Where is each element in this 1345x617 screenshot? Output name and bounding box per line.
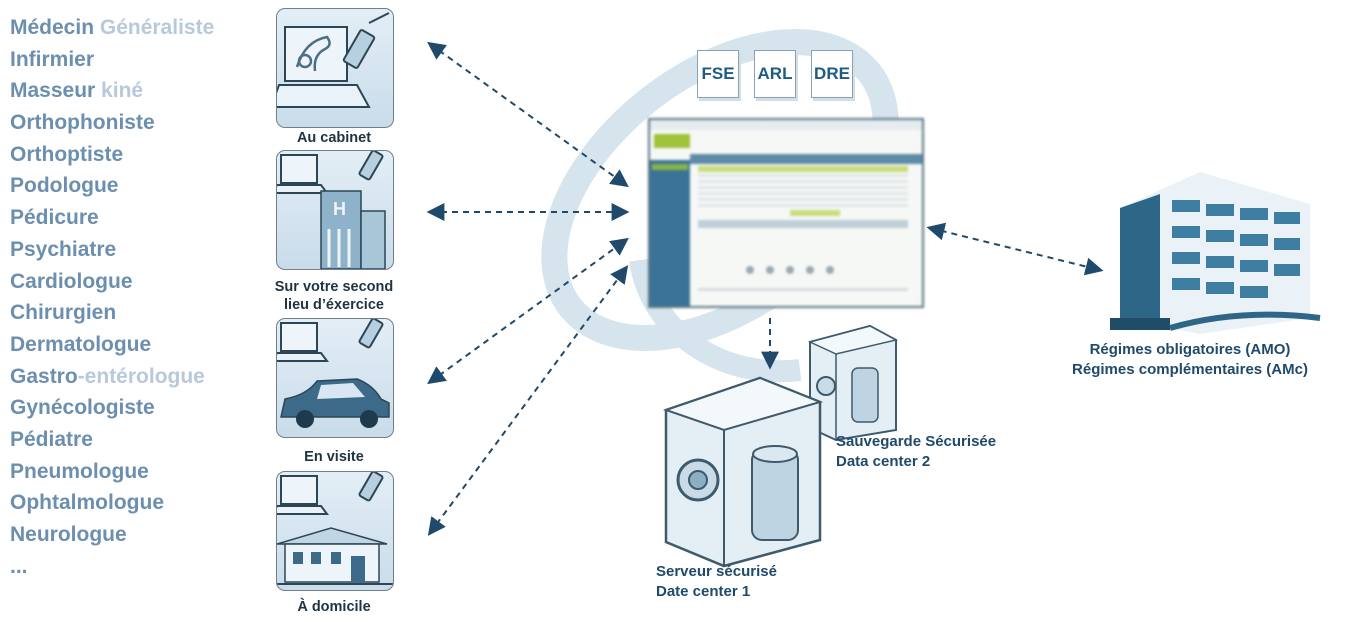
profession-item: Dermatologue: [10, 329, 270, 361]
profession-item: Gynécologiste: [10, 392, 270, 424]
arrow-visit-to-app: [427, 237, 629, 385]
profession-name: Gastro: [10, 364, 78, 388]
profession-name: Dermatologue: [10, 332, 152, 356]
profession-item: Orthoptiste: [10, 139, 270, 171]
profession-item: Chirurgien: [10, 297, 270, 329]
caption-home: À domicile: [297, 599, 371, 615]
profession-name: Orthoptiste: [10, 142, 124, 166]
doc-tag-dre: DRE: [811, 50, 853, 98]
profession-name: Chirurgien: [10, 301, 117, 325]
profession-item: Infirmier: [10, 44, 270, 76]
profession-item: Pédiatre: [10, 424, 270, 456]
arrow-home-to-app: [427, 265, 629, 536]
caption-second-site-line1: Sur votre second: [274, 279, 394, 295]
panel-home: [276, 471, 394, 591]
doc-tag-arl: ARL: [754, 50, 796, 98]
profession-name-suffix: Généraliste: [94, 16, 215, 39]
app-window-image: [650, 120, 922, 306]
svg-text:H: H: [333, 199, 346, 219]
profession-item: Neurologue: [10, 519, 270, 551]
main-server-label-line2: Date center 1: [656, 583, 751, 600]
panel-cabinet: [276, 8, 394, 128]
caption-cabinet: Au cabinet: [296, 130, 372, 146]
profession-item: Orthophoniste: [10, 107, 270, 139]
doc-tag-fse: FSE: [697, 50, 739, 98]
main-server-icon: [662, 376, 824, 568]
profession-item: Cardiologue: [10, 266, 270, 298]
profession-name: Orthophoniste: [10, 111, 155, 135]
regimes-label-line2: Régimes complémentaires (AMc): [1072, 361, 1308, 378]
software-screenshot: [648, 118, 924, 308]
house-icon: [277, 472, 393, 585]
arrow-app-to-regimes: [926, 222, 1104, 276]
profession-name: Masseur: [10, 79, 96, 103]
arrow-cabinet-to-app: [427, 41, 629, 188]
profession-item: Pneumologue: [10, 456, 270, 488]
profession-name: ...: [10, 554, 28, 578]
backup-server-icon: [807, 324, 899, 442]
profession-name: Gynécologiste: [10, 396, 155, 420]
profession-name: Neurologue: [10, 523, 127, 546]
profession-item: Masseur kiné: [10, 75, 270, 107]
panel-visit: [276, 318, 394, 438]
regimes-label-line1: Régimes obligatoires (AMO): [1089, 341, 1291, 358]
profession-name: Ophtalmologue: [10, 491, 164, 515]
profession-name: Psychiatre: [10, 237, 117, 261]
regimes-building-icon: [1110, 172, 1321, 334]
laptop-icon: [277, 12, 390, 108]
profession-item: Podologue: [10, 170, 270, 202]
profession-item: Ophtalmologue: [10, 487, 270, 519]
profession-item: Médecin Généraliste: [10, 12, 270, 44]
profession-name: Infirmier: [10, 47, 95, 71]
profession-name: Podologue: [10, 174, 119, 198]
caption-visit: En visite: [304, 449, 364, 465]
profession-name: Médecin: [10, 16, 95, 39]
caption-second-site-line2: lieu d’éxercice: [284, 297, 384, 313]
main-server-label-line1: Serveur sécurisé: [656, 563, 777, 580]
backup-server-label-line1: Sauvegarde Sécurisée: [836, 433, 997, 450]
profession-name-suffix: -entérologue: [77, 364, 205, 388]
profession-name: Pédiatre: [10, 427, 93, 451]
car-icon: [277, 319, 390, 428]
profession-item: Gastro-entérologue: [10, 361, 270, 393]
profession-name: Pédicure: [10, 206, 99, 230]
profession-item: ...: [10, 551, 270, 583]
profession-name: Cardiologue: [10, 269, 133, 293]
panel-second-site: H: [276, 150, 394, 270]
profession-name: Pneumologue: [10, 459, 149, 483]
profession-item: Psychiatre: [10, 234, 270, 266]
hospital-icon: H: [277, 151, 386, 269]
profession-name-suffix: kiné: [95, 79, 144, 103]
profession-item: Pédicure: [10, 202, 270, 234]
backup-server-label-line2: Data center 2: [836, 453, 931, 470]
